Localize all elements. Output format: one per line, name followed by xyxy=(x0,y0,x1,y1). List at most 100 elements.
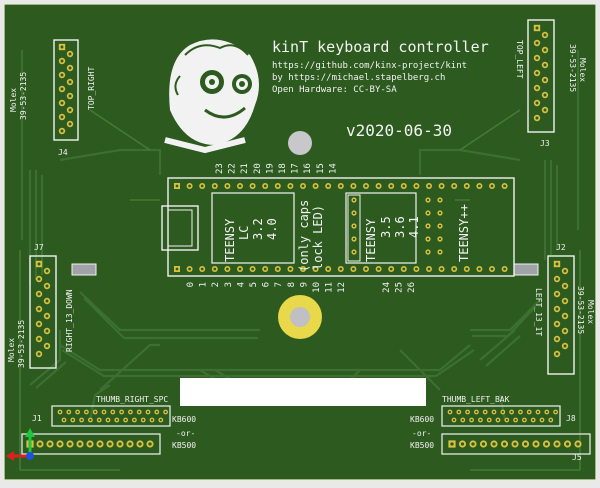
pad-hole xyxy=(120,410,123,414)
bottom-pin-label: 10 xyxy=(312,282,322,293)
j3-ref: J3 xyxy=(540,139,550,148)
pad-hole xyxy=(68,52,72,56)
pad-hole xyxy=(326,184,330,188)
pad-hole xyxy=(326,267,330,271)
pad-hole xyxy=(213,267,217,271)
j2-vendor: Molex xyxy=(586,300,595,324)
pad-hole xyxy=(159,418,162,422)
pad-hole xyxy=(540,418,544,422)
pad-hole xyxy=(352,211,356,215)
pad-hole xyxy=(514,418,517,422)
pad-hole xyxy=(364,184,368,188)
j5-ref: J5 xyxy=(572,453,582,462)
j8-opt1: KB600 xyxy=(410,415,434,424)
pad-hole xyxy=(555,352,559,356)
connector-j3: 39-53-2135 Molex TOP_LEFT J3 xyxy=(515,19,587,148)
pad-hole xyxy=(470,418,473,422)
pad-hole xyxy=(490,267,494,271)
j2-ref: J2 xyxy=(556,243,566,252)
pad-hole xyxy=(501,410,504,414)
pad-hole xyxy=(37,292,41,296)
teensy-lc-line4: 4.0 xyxy=(265,218,279,240)
extra-pin-label: 24 xyxy=(382,282,392,293)
pad-hole xyxy=(175,267,179,271)
pad-hole xyxy=(37,322,41,326)
pad-hole xyxy=(60,59,64,63)
teensy-35-line2: 3.5 xyxy=(379,216,393,238)
pad-hole xyxy=(427,184,431,188)
pad-hole xyxy=(45,329,49,333)
bottom-pin-label: 3 xyxy=(224,282,234,287)
pad-hole xyxy=(555,292,559,296)
pad-hole xyxy=(535,86,539,90)
pad-hole xyxy=(45,344,49,348)
pad-hole xyxy=(466,410,469,414)
pad-hole xyxy=(465,267,469,271)
bottom-pin-label: 1 xyxy=(199,282,209,287)
j4-name: TOP_RIGHT xyxy=(87,66,96,110)
pad-hole xyxy=(505,418,508,422)
pad-hole xyxy=(200,267,204,271)
pad-hole xyxy=(200,184,204,188)
pad-hole xyxy=(226,184,229,188)
pad-hole xyxy=(450,442,454,446)
j1-or: -or- xyxy=(176,429,195,438)
pad-hole xyxy=(352,237,356,241)
top-pin-label: 22 xyxy=(228,163,238,174)
board-license: Open Hardware: CC-BY-SA xyxy=(272,85,397,95)
pad-hole xyxy=(58,442,62,446)
pad-hole xyxy=(188,184,191,188)
j2-name: LEFT_13_1T xyxy=(534,288,543,336)
pad-hole xyxy=(276,184,280,188)
pad-hole xyxy=(426,250,430,254)
j1-opt1: KB600 xyxy=(172,415,196,424)
pad-hole xyxy=(438,224,442,228)
j8-or: -or- xyxy=(412,429,431,438)
pad-hole xyxy=(68,80,72,84)
bottom-pin-label: 7 xyxy=(274,282,284,287)
pad-hole xyxy=(142,418,145,422)
j7-vendor: Molex xyxy=(7,338,16,362)
pad-hole xyxy=(528,410,531,414)
bottom-pin-label: 12 xyxy=(337,282,347,293)
extra-pin-label: 26 xyxy=(407,282,417,293)
pad-hole xyxy=(68,66,72,70)
pad-hole xyxy=(555,322,559,326)
j7-name: RIGHT_13_DOWN xyxy=(65,289,74,352)
pad-hole xyxy=(481,442,486,446)
pad-hole xyxy=(452,184,456,188)
j4-ref: J4 xyxy=(58,148,68,157)
pad-hole xyxy=(58,410,62,414)
pad-hole xyxy=(38,442,42,446)
pad-hole xyxy=(238,184,242,188)
pad-hole xyxy=(496,418,500,422)
pad-hole xyxy=(389,267,393,271)
pad-hole xyxy=(576,442,580,446)
pad-hole xyxy=(37,352,41,356)
pad-hole xyxy=(535,56,539,60)
board-version: v2020-06-30 xyxy=(346,121,452,140)
pad-hole xyxy=(263,267,267,271)
pad-hole xyxy=(238,267,242,271)
pad-hole xyxy=(536,410,540,414)
pad-hole xyxy=(115,418,118,422)
j3-vendor: Molex xyxy=(578,58,587,82)
pad-hole xyxy=(85,410,88,414)
pad-hole xyxy=(45,284,49,288)
pad-hole xyxy=(402,184,406,188)
bottom-pin-label: 11 xyxy=(325,282,335,293)
pad-hole xyxy=(519,410,522,414)
pad-hole xyxy=(98,442,102,446)
pad-hole xyxy=(352,224,356,228)
pad-hole xyxy=(45,314,49,318)
top-pin-label: 15 xyxy=(316,163,326,174)
caps-note-line1: (only caps xyxy=(297,200,311,272)
pad-hole xyxy=(448,410,452,414)
pad-hole xyxy=(37,337,41,341)
teensy-35-line3: 3.6 xyxy=(393,216,407,238)
bottom-pin-label: 8 xyxy=(287,282,297,287)
pad-hole xyxy=(554,410,557,414)
top-pin-label: 19 xyxy=(265,163,275,174)
pad-hole xyxy=(427,267,431,271)
